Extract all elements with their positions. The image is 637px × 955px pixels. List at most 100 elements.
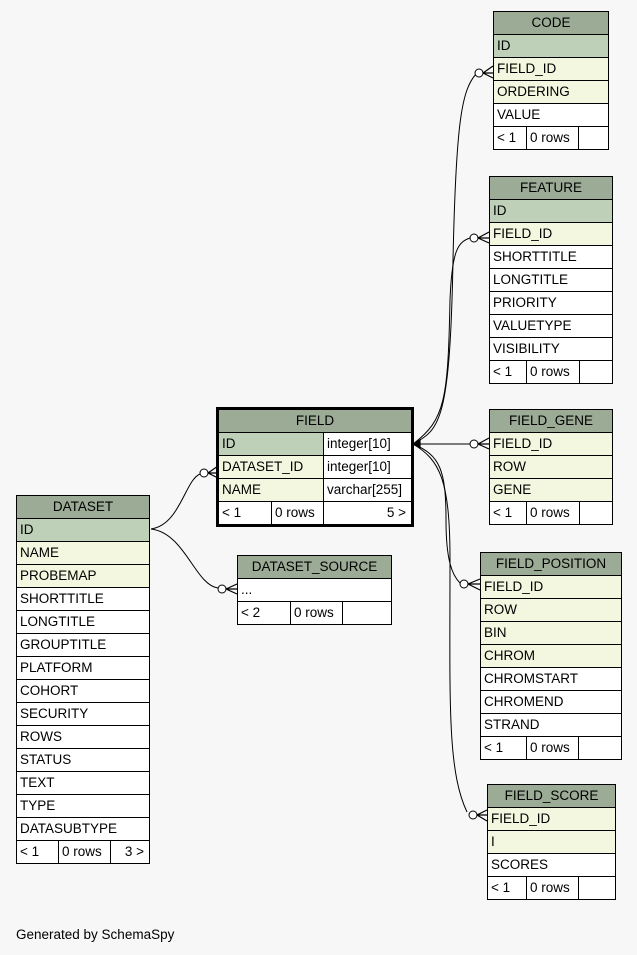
column-row[interactable]: GROUPTITLE: [17, 634, 149, 657]
column-row[interactable]: VISIBILITY: [490, 338, 612, 361]
table-code[interactable]: CODE ID FIELD_ID ORDERING VALUE < 1 0 ro…: [493, 11, 609, 150]
crows-foot-icon: [225, 583, 238, 595]
crows-foot-icon: [477, 231, 490, 244]
column-row[interactable]: I: [488, 831, 615, 854]
column-row[interactable]: ID: [17, 519, 149, 542]
column-type: varchar[255]: [323, 479, 411, 501]
children-count[interactable]: 5 >: [323, 502, 411, 524]
edge-dataset-dataset-source: [150, 528, 219, 589]
optional-marker-icon: [469, 233, 479, 243]
optional-marker-icon: [199, 468, 209, 478]
column-row[interactable]: SCORES: [488, 854, 615, 877]
row-count: 0 rows: [290, 602, 342, 624]
table-header[interactable]: FIELD_GENE: [490, 410, 612, 433]
column-row[interactable]: PROBEMAP: [17, 565, 149, 588]
table-header[interactable]: CODE: [494, 12, 608, 35]
column-row[interactable]: BIN: [481, 622, 621, 645]
column-row[interactable]: GENE: [490, 479, 612, 502]
column-name: I: [491, 834, 495, 849]
edge-field-field-score: [412, 443, 468, 813]
row-count: 0 rows: [526, 502, 579, 524]
table-dataset-source[interactable]: DATASET_SOURCE ... < 2 0 rows: [237, 555, 392, 625]
column-row[interactable]: VALUETYPE: [490, 315, 612, 338]
column-row[interactable]: NAME varchar[255]: [219, 479, 411, 502]
table-header[interactable]: FEATURE: [490, 177, 612, 200]
table-header[interactable]: FIELD_SCORE: [488, 785, 615, 808]
parents-count[interactable]: < 1: [20, 844, 40, 859]
parents-count[interactable]: < 1: [493, 364, 513, 379]
column-row[interactable]: FIELD_ID: [490, 433, 612, 456]
column-row[interactable]: SHORTTITLE: [490, 246, 612, 269]
column-name: VISIBILITY: [493, 341, 560, 356]
column-row[interactable]: FIELD_ID: [490, 223, 612, 246]
parents-count[interactable]: < 1: [484, 740, 504, 755]
column-row[interactable]: STATUS: [17, 749, 149, 772]
edge-field-code: [412, 73, 477, 445]
parents-count[interactable]: < 1: [222, 505, 242, 520]
column-row[interactable]: SHORTTITLE: [17, 588, 149, 611]
column-row[interactable]: FIELD_ID: [488, 808, 615, 831]
column-row[interactable]: PRIORITY: [490, 292, 612, 315]
column-row[interactable]: SECURITY: [17, 703, 149, 726]
parents-count[interactable]: < 1: [497, 130, 517, 145]
column-name: BIN: [484, 625, 507, 640]
column-name: PLATFORM: [20, 660, 93, 675]
table-footer: < 1 0 rows: [490, 502, 612, 524]
table-header[interactable]: FIELD_POSITION: [481, 553, 621, 576]
column-row[interactable]: CHROM: [481, 645, 621, 668]
column-type: integer[10]: [323, 433, 411, 455]
table-field-gene[interactable]: FIELD_GENE FIELD_ID ROW GENE < 1 0 rows: [489, 409, 613, 525]
table-footer: < 1 0 rows: [494, 127, 608, 149]
column-row[interactable]: ORDERING: [494, 81, 608, 104]
column-row[interactable]: CHROMSTART: [481, 668, 621, 691]
column-row[interactable]: COHORT: [17, 680, 149, 703]
table-feature[interactable]: FEATURE ID FIELD_ID SHORTTITLE LONGTITLE…: [489, 176, 613, 384]
column-row[interactable]: TEXT: [17, 772, 149, 795]
column-name: CHROM: [484, 648, 535, 663]
table-field[interactable]: FIELD ID integer[10] DATASET_ID integer[…: [216, 407, 414, 527]
table-dataset[interactable]: DATASET ID NAME PROBEMAP SHORTTITLE LONG…: [16, 495, 150, 864]
column-row[interactable]: LONGTITLE: [490, 269, 612, 292]
table-field-score[interactable]: FIELD_SCORE FIELD_ID I SCORES < 1 0 rows: [487, 784, 616, 900]
column-name: ID: [493, 203, 507, 218]
column-row[interactable]: ID integer[10]: [219, 433, 411, 456]
parents-count[interactable]: < 2: [241, 605, 261, 620]
column-row[interactable]: STRAND: [481, 714, 621, 737]
column-name: SHORTTITLE: [493, 249, 577, 264]
children-count: [578, 127, 608, 149]
column-name: ORDERING: [497, 84, 570, 99]
column-name: DATASET_ID: [219, 456, 323, 478]
column-type: integer[10]: [323, 456, 411, 478]
column-row[interactable]: NAME: [17, 542, 149, 565]
column-row[interactable]: ID: [494, 35, 608, 58]
column-row[interactable]: TYPE: [17, 795, 149, 818]
column-name: DATASUBTYPE: [20, 821, 118, 836]
parents-count[interactable]: < 1: [491, 880, 511, 895]
column-row[interactable]: PLATFORM: [17, 657, 149, 680]
column-row[interactable]: ...: [238, 579, 391, 602]
column-name: ROW: [484, 602, 517, 617]
table-field-position[interactable]: FIELD_POSITION FIELD_ID ROW BIN CHROM CH…: [480, 552, 622, 760]
table-footer: < 1 0 rows: [488, 877, 615, 899]
column-row[interactable]: DATASUBTYPE: [17, 818, 149, 841]
column-name: NAME: [219, 479, 323, 501]
table-header[interactable]: FIELD: [219, 410, 411, 433]
column-name: CHROMEND: [484, 694, 564, 709]
column-row[interactable]: ROW: [481, 599, 621, 622]
column-row[interactable]: FIELD_ID: [481, 576, 621, 599]
column-name: TEXT: [20, 775, 55, 790]
parents-count[interactable]: < 1: [493, 505, 513, 520]
column-row[interactable]: DATASET_ID integer[10]: [219, 456, 411, 479]
table-header[interactable]: DATASET: [17, 496, 149, 519]
column-row[interactable]: VALUE: [494, 104, 608, 127]
column-name: ID: [219, 433, 323, 455]
column-row[interactable]: ROWS: [17, 726, 149, 749]
children-count[interactable]: 3 >: [110, 841, 149, 863]
column-row[interactable]: FIELD_ID: [494, 58, 608, 81]
column-row[interactable]: ID: [490, 200, 612, 223]
column-row[interactable]: CHROMEND: [481, 691, 621, 714]
column-row[interactable]: LONGTITLE: [17, 611, 149, 634]
column-row[interactable]: ROW: [490, 456, 612, 479]
table-header[interactable]: DATASET_SOURCE: [238, 556, 391, 579]
column-name: FIELD_ID: [484, 579, 544, 594]
